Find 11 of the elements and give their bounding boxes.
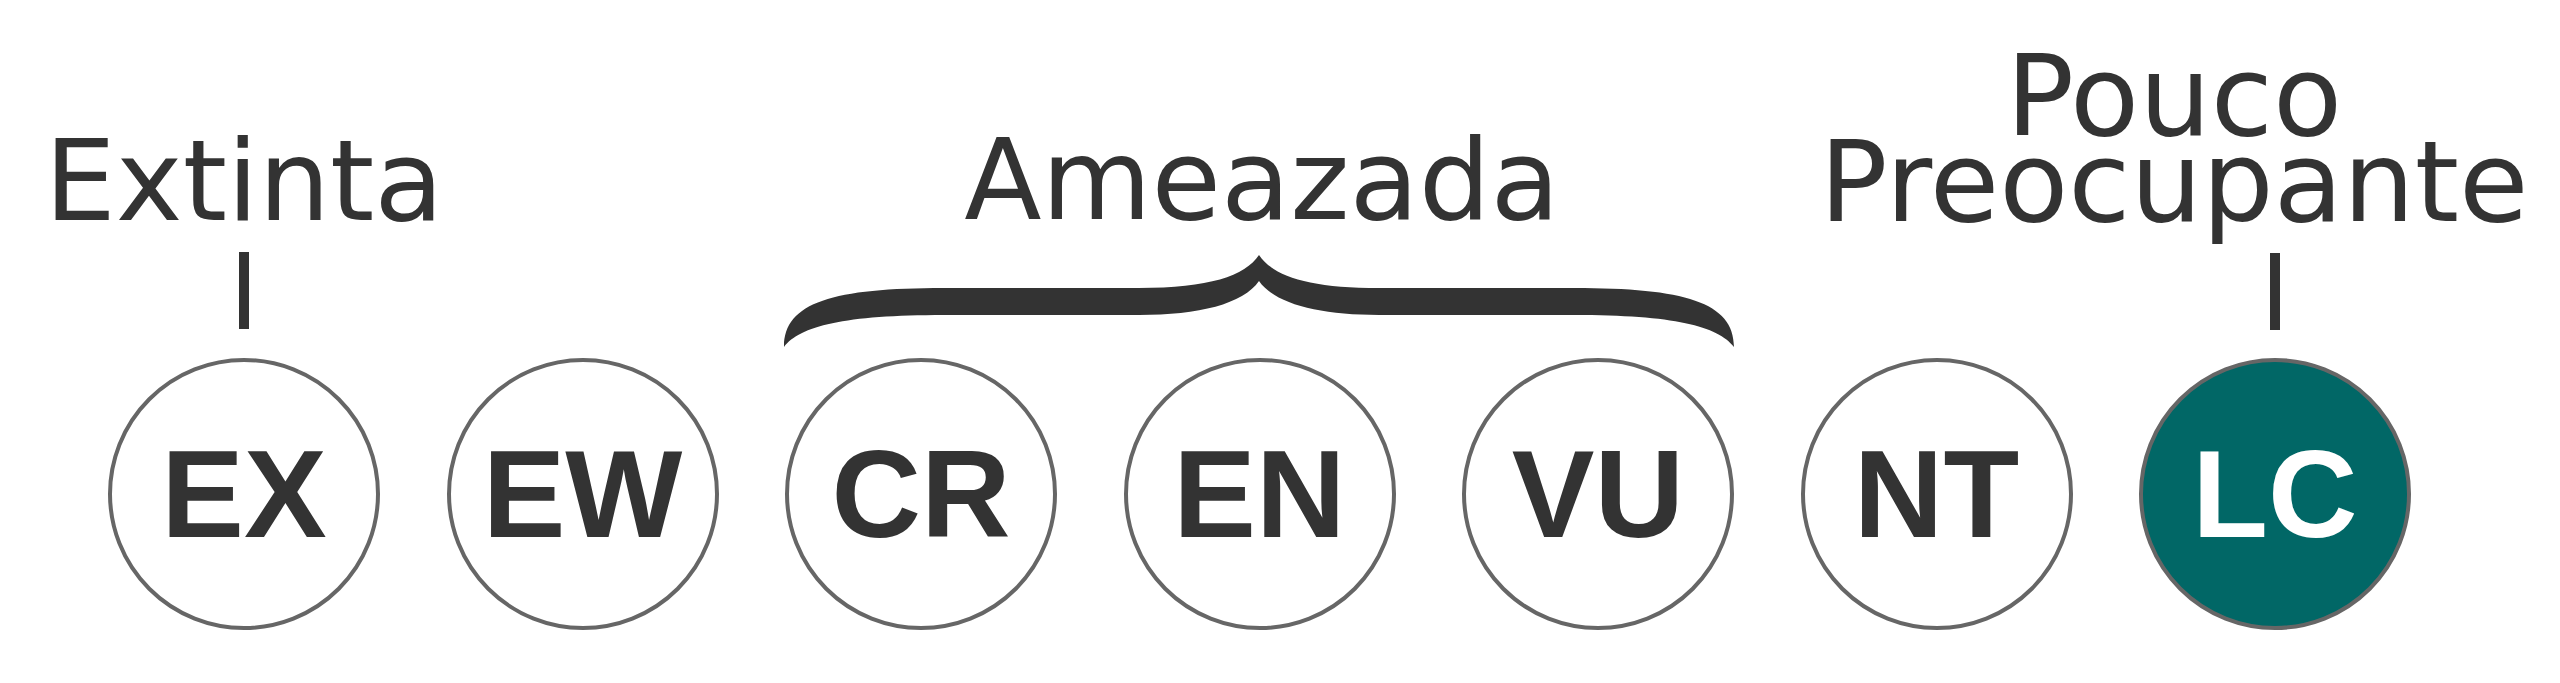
status-code: VU (1511, 432, 1685, 556)
status-code: NT (1853, 432, 2020, 556)
status-code: EX (161, 432, 327, 556)
leader-line (239, 252, 249, 329)
category-label: Pouco Preocupante (1819, 53, 2529, 253)
status-code: EW (482, 432, 683, 556)
leader-line (2270, 253, 2280, 330)
curly-brace (784, 255, 1734, 347)
status-code: CR (831, 432, 1011, 556)
status-code: EN (1173, 432, 1346, 556)
status-code: LC (2192, 432, 2358, 556)
